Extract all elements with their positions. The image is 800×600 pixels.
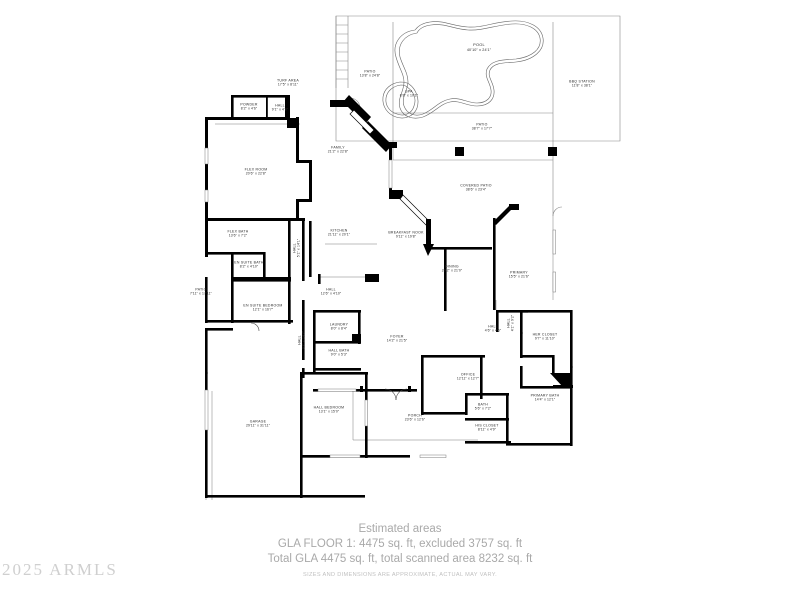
window-openings (204, 147, 556, 458)
footer-heading: Estimated areas (358, 523, 442, 535)
footer: Estimated areas GLA FLOOR 1: 4475 sq. ft… (0, 522, 800, 578)
footer-total-line: Total GLA 4475 sq. ft, total scanned are… (267, 553, 533, 565)
watermark: 2025 ARMLS (2, 560, 118, 579)
floor-plan-svg (204, 15, 621, 500)
footer-disclaimer: SIZES AND DIMENSIONS ARE APPROXIMATE, AC… (302, 572, 497, 578)
door-arcs (250, 322, 408, 401)
footer-gla-line: GLA FLOOR 1: 4475 sq. ft, excluded 3757 … (277, 538, 523, 550)
walls-group (205, 95, 573, 498)
spa-shape (382, 81, 419, 119)
outdoor-area-group (335, 15, 621, 217)
pool-shape (394, 20, 544, 119)
